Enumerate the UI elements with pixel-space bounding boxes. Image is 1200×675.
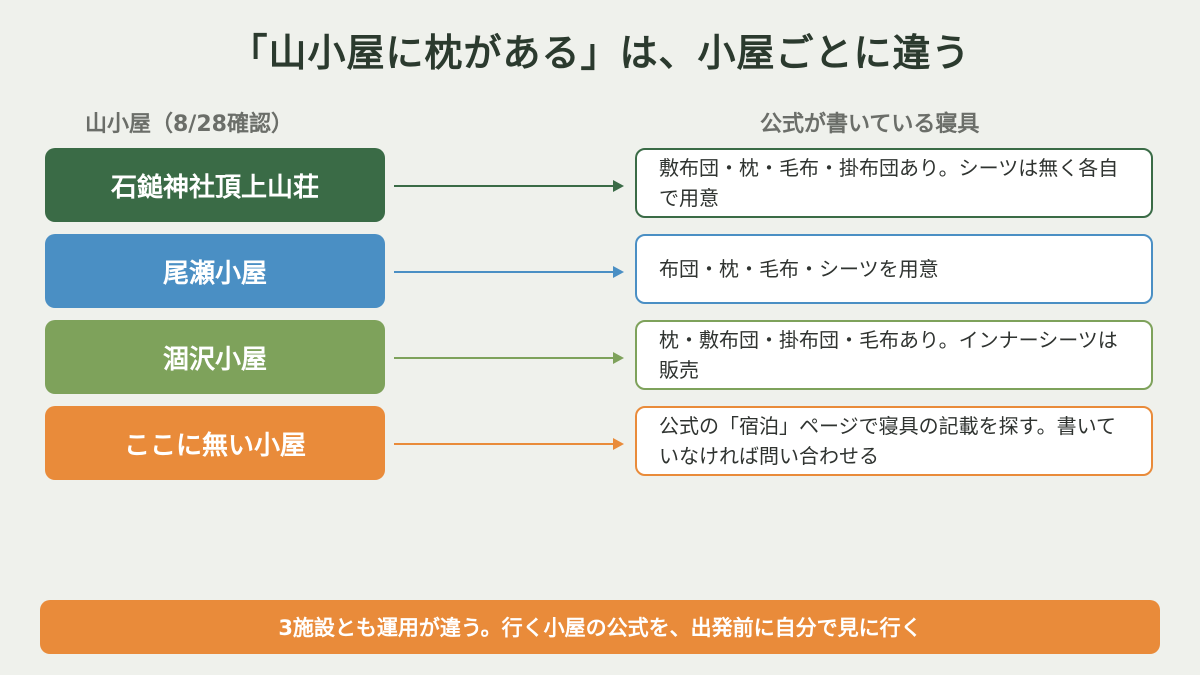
hut-label-karasawa: 涸沢小屋 bbox=[45, 320, 385, 394]
bedding-text: 布団・枕・毛布・シーツを用意 bbox=[659, 257, 939, 281]
arrow-icon bbox=[394, 352, 624, 364]
hut-column-header: 山小屋（8/28確認） bbox=[85, 112, 293, 137]
bedding-text: 公式の「宿泊」ページで寝具の記載を探す。書いていなければ問い合わせる bbox=[659, 414, 1116, 468]
bedding-text: 枕・敷布団・掛布団・毛布あり。インナーシーツは販売 bbox=[659, 328, 1118, 382]
arrow-icon bbox=[394, 266, 624, 278]
bedding-text: 敷布団・枕・毛布・掛布団あり。シーツは無く各自で用意 bbox=[659, 156, 1119, 210]
arrow-icon bbox=[394, 438, 624, 450]
bedding-box-ishizuchi: 敷布団・枕・毛布・掛布団あり。シーツは無く各自で用意 bbox=[635, 148, 1153, 218]
summary-banner: 3施設とも運用が違う。行く小屋の公式を、出発前に自分で見に行く bbox=[40, 600, 1160, 654]
bedding-box-karasawa: 枕・敷布団・掛布団・毛布あり。インナーシーツは販売 bbox=[635, 320, 1153, 390]
arrow-icon bbox=[394, 180, 624, 192]
bedding-box-other: 公式の「宿泊」ページで寝具の記載を探す。書いていなければ問い合わせる bbox=[635, 406, 1153, 476]
summary-text: 3施設とも運用が違う。行く小屋の公式を、出発前に自分で見に行く bbox=[278, 616, 922, 640]
hut-label-other: ここに無い小屋 bbox=[45, 406, 385, 480]
hut-label-oze: 尾瀬小屋 bbox=[45, 234, 385, 308]
bedding-box-oze: 布団・枕・毛布・シーツを用意 bbox=[635, 234, 1153, 304]
hut-label-ishizuchi: 石鎚神社頂上山荘 bbox=[45, 148, 385, 222]
bedding-column-header: 公式が書いている寝具 bbox=[760, 112, 980, 137]
page-title: 「山小屋に枕がある」は、小屋ごとに違う bbox=[229, 31, 971, 75]
